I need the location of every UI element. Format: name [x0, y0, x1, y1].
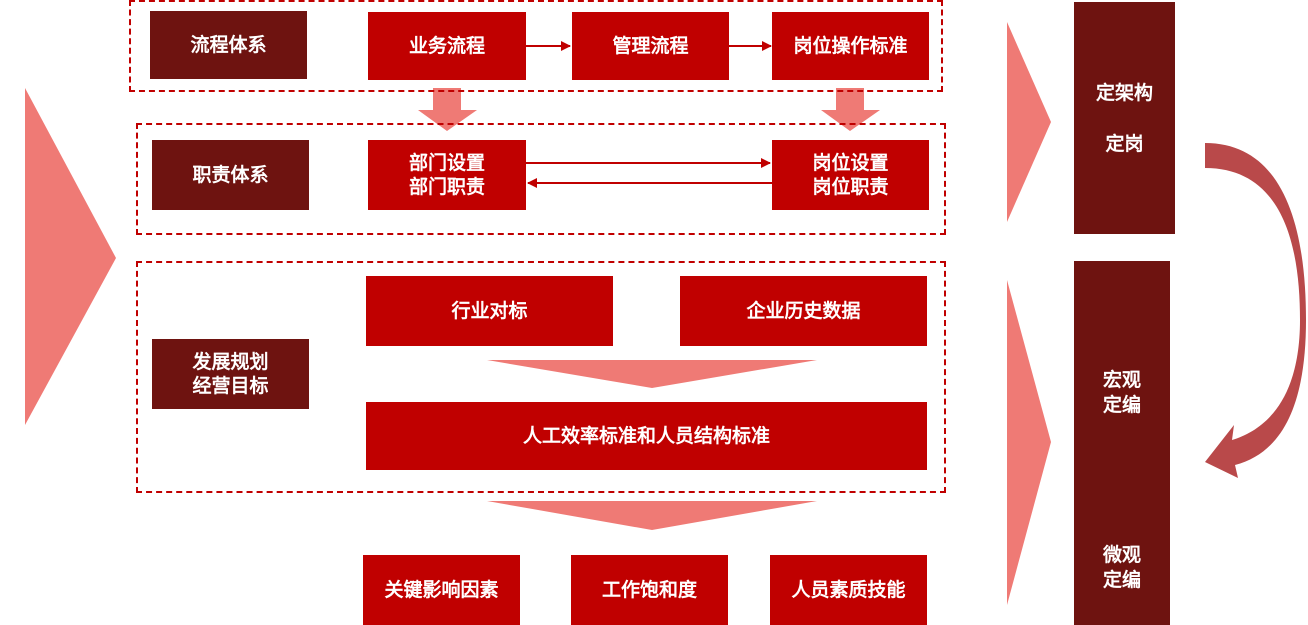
industry-benchmark-text: 行业对标: [451, 300, 528, 322]
micro-staffing-text: 定编: [1102, 569, 1141, 591]
business-process-text: 业务流程: [408, 35, 485, 57]
set-structure-text: 定架构: [1095, 82, 1153, 104]
planning-group: [136, 261, 946, 493]
department-setting-text: 部门设置: [408, 152, 485, 174]
staffing-panel: 宏观 定编 微观 定编: [1074, 261, 1170, 625]
development-plan-text: 发展规划: [192, 351, 269, 373]
key-factors-box: 关键影响因素: [363, 555, 520, 625]
staff-quality-text: 人员素质技能: [791, 579, 906, 601]
efficiency-standard-text: 人工效率标准和人员结构标准: [522, 425, 770, 447]
duty-system-label-text: 职责体系: [192, 164, 269, 186]
post-setting-text: 岗位设置: [812, 152, 889, 174]
micro-text: 微观: [1102, 544, 1141, 566]
management-process-box: 管理流程: [572, 12, 729, 80]
key-factors-text: 关键影响因素: [384, 579, 499, 601]
down-arrow-left: [418, 88, 477, 131]
right-chevron-arrow-top: [1007, 22, 1051, 222]
structure-post-panel: 定架构 定岗: [1074, 2, 1175, 234]
business-process-box: 业务流程: [368, 12, 526, 80]
down-arrow-right: [821, 88, 880, 131]
industry-benchmark-box: 行业对标: [366, 276, 613, 346]
management-process-text: 管理流程: [612, 35, 689, 57]
business-target-text: 经营目标: [192, 375, 269, 397]
department-duty-text: 部门职责: [408, 176, 485, 198]
process-system-group: [129, 0, 943, 92]
left-chevron-arrow: [25, 88, 116, 425]
efficiency-standard-box: 人工效率标准和人员结构标准: [366, 402, 927, 470]
post-operation-standard-text: 岗位操作标准: [793, 35, 908, 57]
process-system-label: 流程体系: [150, 11, 307, 79]
funnel-arrow-upper: [487, 360, 817, 388]
macro-text: 宏观: [1102, 369, 1141, 391]
funnel-arrow-lower: [487, 501, 817, 530]
post-duty-text: 岗位职责: [812, 176, 889, 198]
right-chevron-arrow-bottom: [1007, 280, 1051, 605]
work-saturation-text: 工作饱和度: [601, 579, 697, 601]
duty-system-label: 职责体系: [152, 140, 309, 210]
staff-quality-box: 人员素质技能: [770, 555, 927, 625]
work-saturation-box: 工作饱和度: [571, 555, 728, 625]
planning-label: 发展规划 经营目标: [152, 339, 309, 409]
set-post-text: 定岗: [1105, 133, 1144, 155]
post-operation-standard-box: 岗位操作标准: [772, 12, 929, 80]
department-box: 部门设置 部门职责: [368, 140, 526, 210]
historical-data-box: 企业历史数据: [680, 276, 927, 346]
curved-arrow-right: [1205, 143, 1306, 478]
post-box: 岗位设置 岗位职责: [772, 140, 929, 210]
duty-system-group: [136, 123, 946, 235]
macro-staffing-text: 定编: [1102, 394, 1141, 416]
historical-data-text: 企业历史数据: [746, 300, 861, 322]
process-system-label-text: 流程体系: [190, 34, 267, 56]
